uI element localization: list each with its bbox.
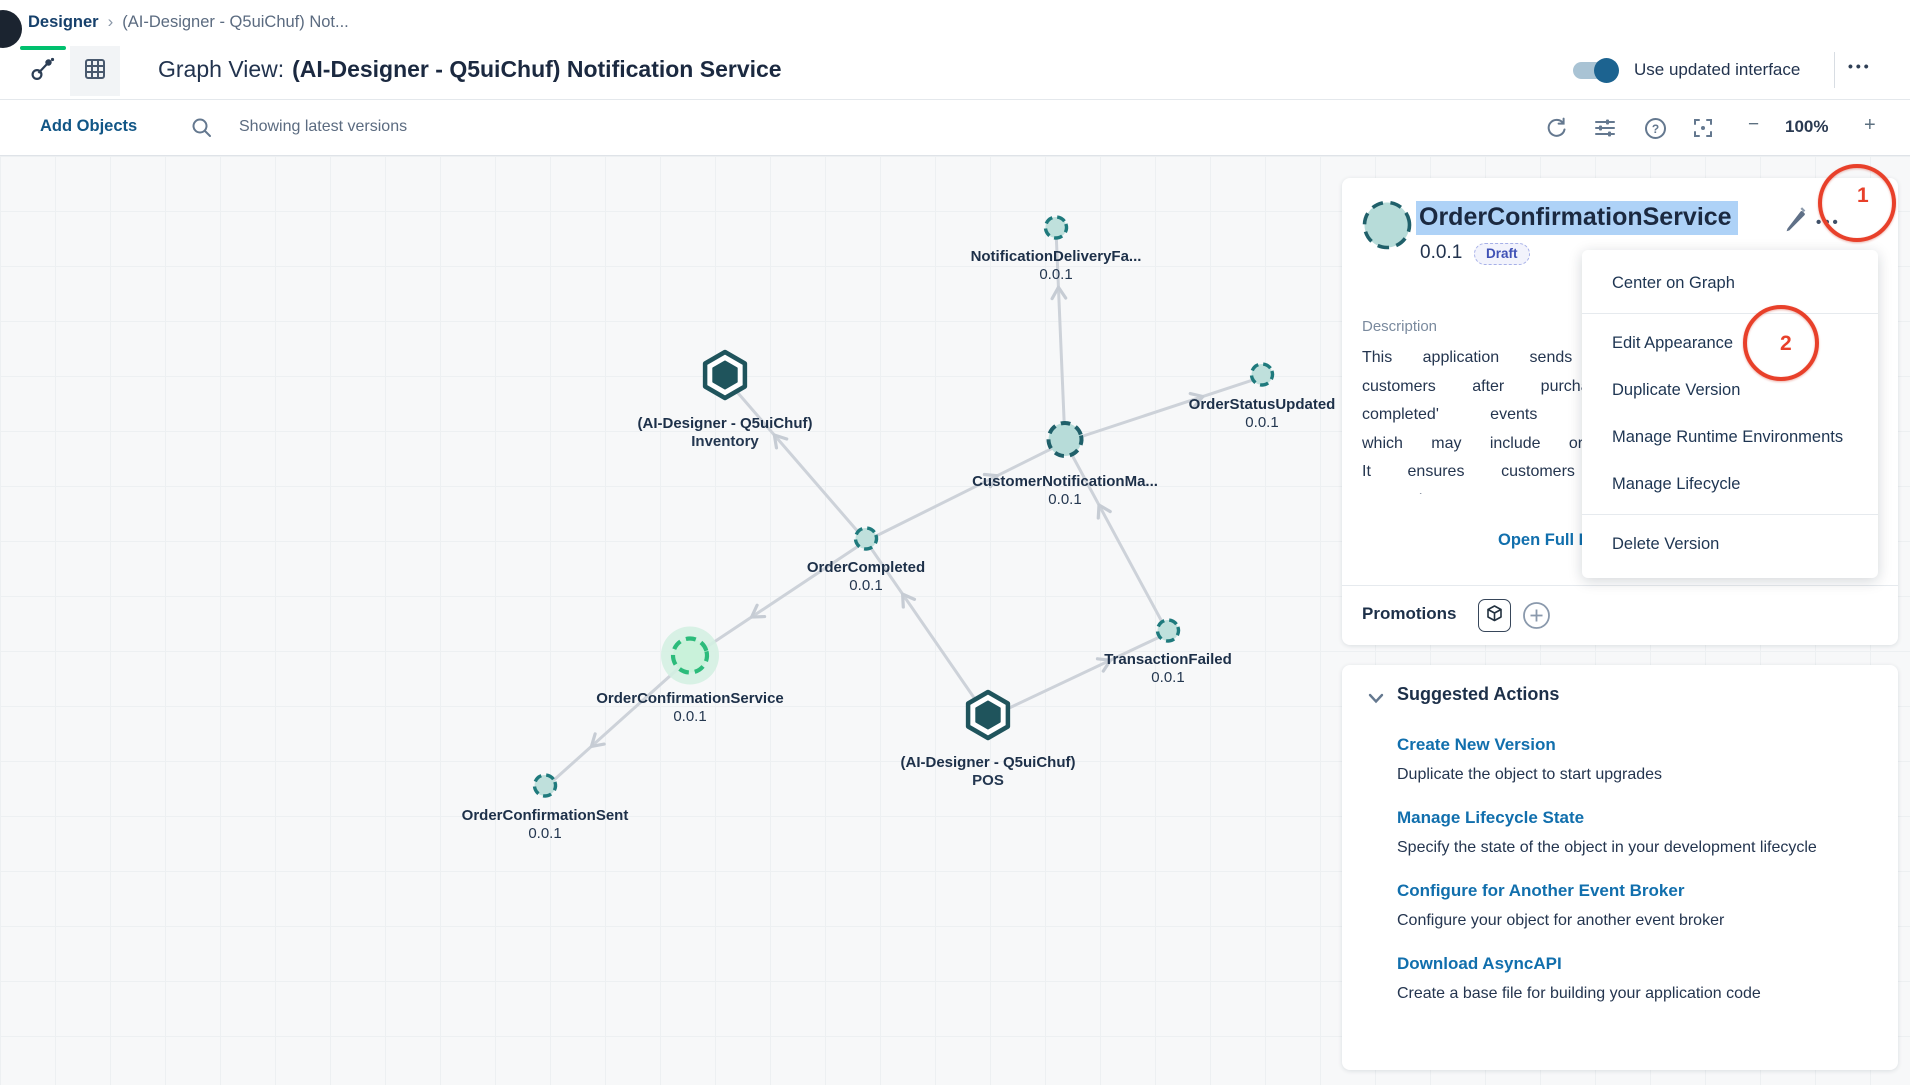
graph-toolbar: Add Objects Showing latest versions ? − …: [0, 100, 1910, 156]
annotation-number-1: 1: [1857, 184, 1869, 207]
fit-screen-icon[interactable]: [1690, 115, 1716, 141]
view-title-text: (AI-Designer - Q5uiChuf) Notification Se…: [292, 56, 782, 82]
object-version: 0.0.1: [1420, 242, 1463, 263]
graph-node-OrderStatusUpdated[interactable]: [1247, 360, 1277, 395]
suggested-action-link-configure-for-another-event-broker[interactable]: Configure for Another Event Broker: [1397, 881, 1685, 900]
overflow-menu-icon[interactable]: •••: [1848, 58, 1872, 74]
toggle-knob: [1594, 58, 1619, 83]
description-label: Description: [1362, 318, 1438, 335]
suggested-actions-title: Suggested Actions: [1397, 684, 1560, 704]
suggested-action-link-create-new-version[interactable]: Create New Version: [1397, 735, 1556, 754]
breadcrumb: Designer › (AI-Designer - Q5uiChuf) Not...: [28, 12, 349, 32]
zoom-out-button[interactable]: −: [1748, 114, 1760, 135]
svg-text:?: ?: [1651, 122, 1658, 136]
view-label: Graph View:: [158, 56, 285, 82]
application-node-icon: [1360, 198, 1414, 257]
search-icon[interactable]: [190, 116, 214, 145]
graph-node-label-POS: (AI-Designer - Q5uiChuf)POS: [900, 754, 1076, 789]
annotation-circle-1: [1818, 164, 1896, 242]
avatar[interactable]: [0, 10, 22, 48]
updated-interface-toggle[interactable]: [1573, 58, 1619, 83]
table-view-icon: [83, 57, 107, 86]
graph-node-CustomerNotificationManager[interactable]: [1042, 417, 1088, 468]
menu-item-edit-appearance[interactable]: Edit Appearance: [1612, 334, 1734, 352]
edit-pencil-icon[interactable]: [1782, 206, 1809, 238]
graph-node-Inventory[interactable]: [699, 348, 751, 408]
filter-icon[interactable]: [1592, 115, 1618, 141]
zoom-in-button[interactable]: +: [1864, 114, 1876, 136]
divider: [1342, 585, 1898, 586]
graph-node-label-NotificationDeliveryFailed: NotificationDeliveryFa...0.0.1: [970, 248, 1142, 283]
graph-node-NotificationDeliveryFailed[interactable]: [1041, 213, 1071, 248]
graph-node-label-CustomerNotificationManager: CustomerNotificationMa...0.0.1: [972, 473, 1158, 508]
annotation-number-2: 2: [1780, 332, 1792, 355]
suggested-action-link-manage-lifecycle-state[interactable]: Manage Lifecycle State: [1397, 808, 1585, 827]
menu-item-center-on-graph[interactable]: Center on Graph: [1612, 274, 1735, 292]
divider: [1834, 52, 1835, 88]
menu-item-manage-runtime-environments[interactable]: Manage Runtime Environments: [1612, 428, 1844, 446]
annotation-circle-2: [1743, 305, 1819, 381]
suggested-action-link-download-asyncapi[interactable]: Download AsyncAPI: [1397, 954, 1562, 973]
graph-view-icon: [30, 56, 56, 87]
cube-icon: [1485, 604, 1504, 628]
graph-node-OrderConfirmationService[interactable]: [655, 621, 725, 696]
graph-node-OrderCompleted[interactable]: [851, 524, 881, 559]
promotions-label: Promotions: [1362, 604, 1457, 623]
object-title[interactable]: OrderConfirmationService: [1416, 201, 1738, 235]
menu-divider: [1582, 313, 1878, 314]
suggested-action-description: Create a base file for building your app…: [1397, 985, 1761, 1002]
menu-item-duplicate-version[interactable]: Duplicate Version: [1612, 381, 1741, 399]
add-objects-button[interactable]: Add Objects: [40, 117, 138, 135]
refresh-icon[interactable]: [1543, 115, 1569, 141]
page-title: Graph View: (AI-Designer - Q5uiChuf) Noti…: [158, 56, 782, 83]
chevron-down-icon[interactable]: [1368, 691, 1384, 709]
suggested-action-description: Specify the state of the object in your …: [1397, 839, 1817, 856]
draft-status-badge: Draft: [1474, 243, 1530, 265]
menu-item-delete-version[interactable]: Delete Version: [1612, 535, 1720, 553]
zoom-level: 100%: [1785, 117, 1829, 136]
breadcrumb-designer-link[interactable]: Designer: [28, 13, 99, 31]
suggested-action-description: Configure your object for another event …: [1397, 912, 1725, 929]
promotions-environment-button[interactable]: [1478, 599, 1511, 632]
suggested-action: Download AsyncAPI Create a base file for …: [1397, 954, 1867, 1007]
versions-status-text: Showing latest versions: [239, 118, 408, 135]
menu-item-manage-lifecycle[interactable]: Manage Lifecycle: [1612, 475, 1741, 493]
graph-node-label-Inventory: (AI-Designer - Q5uiChuf)Inventory: [637, 415, 813, 450]
tab-graph-view[interactable]: [18, 46, 68, 96]
graph-node-TransactionFailed[interactable]: [1153, 616, 1183, 651]
menu-divider: [1582, 514, 1878, 515]
toggle-label: Use updated interface: [1634, 60, 1801, 79]
breadcrumb-separator-icon: ›: [107, 12, 114, 31]
tab-table-view[interactable]: [70, 46, 120, 96]
graph-node-OrderConfirmationSent[interactable]: [530, 771, 560, 806]
suggested-action-description: Duplicate the object to start upgrades: [1397, 766, 1663, 783]
breadcrumb-current: (AI-Designer - Q5uiChuf) Not...: [122, 13, 349, 31]
help-icon[interactable]: ?: [1642, 115, 1668, 141]
add-promotion-icon[interactable]: [1522, 601, 1551, 635]
top-bar: Designer › (AI-Designer - Q5uiChuf) Not...…: [0, 0, 1910, 100]
graph-node-POS[interactable]: [962, 688, 1014, 748]
